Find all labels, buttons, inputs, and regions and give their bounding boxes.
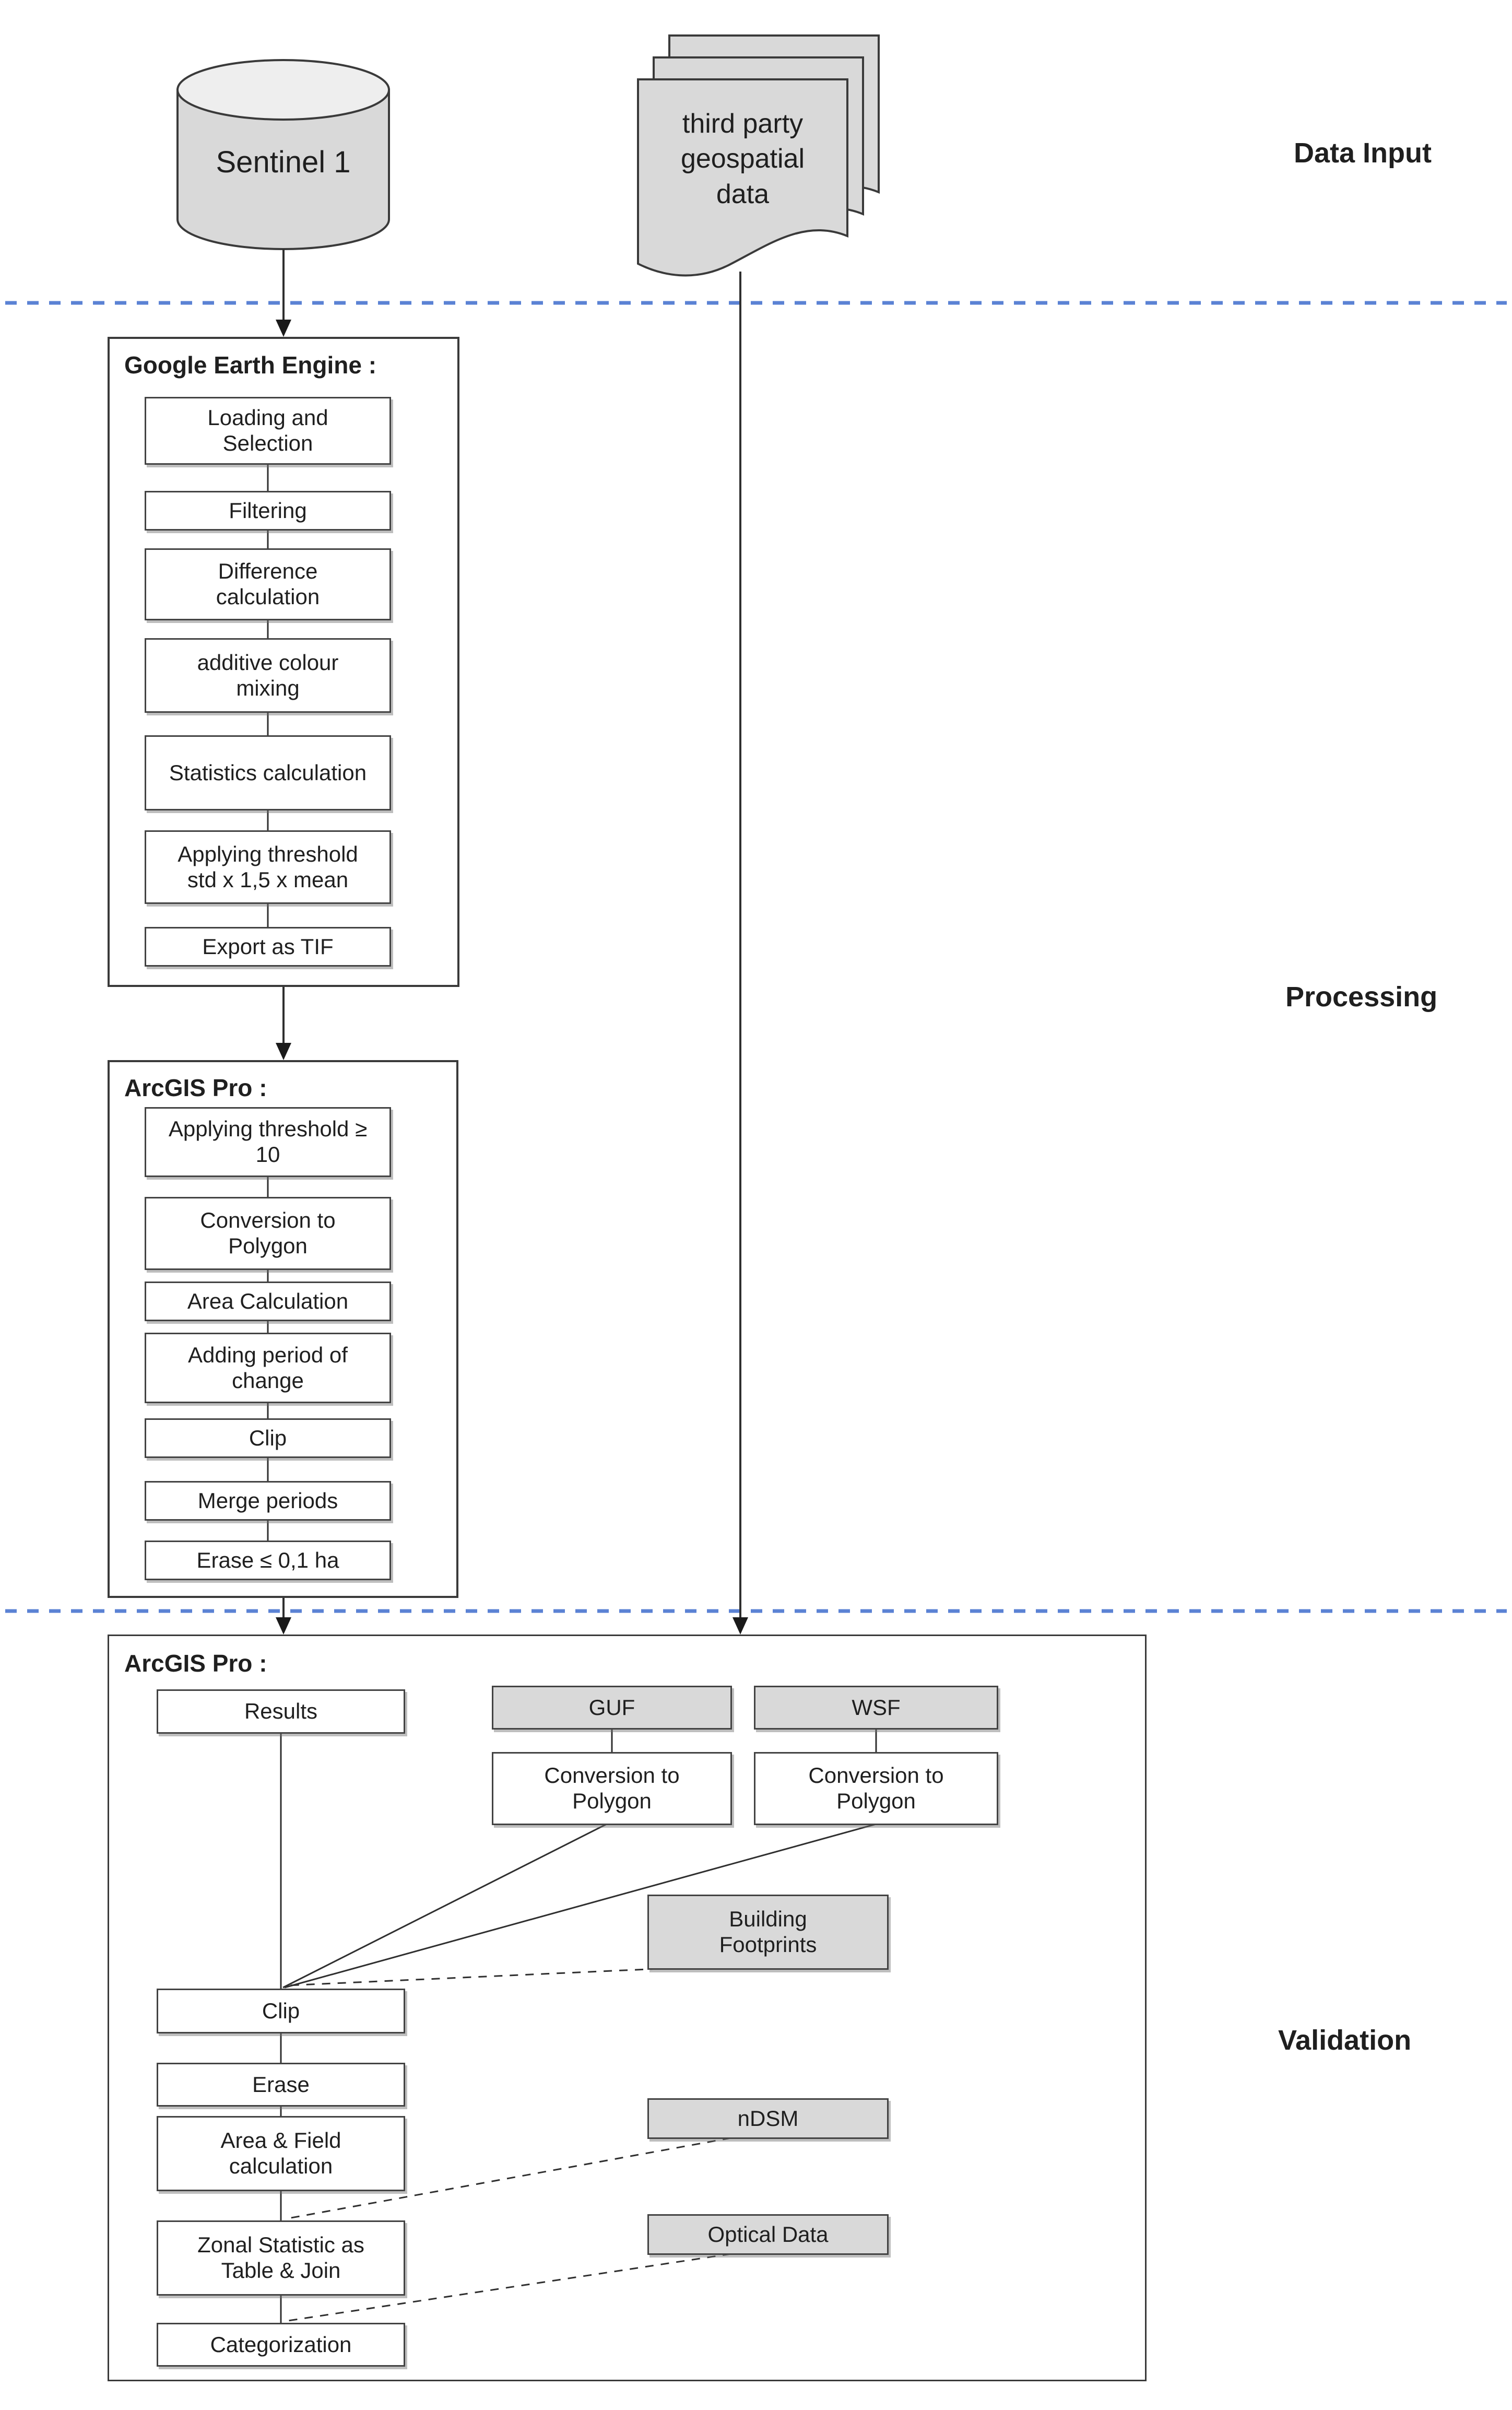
validation-guf-conversion-box: Conversion to Polygon: [492, 1752, 732, 1825]
validation-ndsm-box: nDSM: [647, 2098, 889, 2139]
section-label-processing: Processing: [1285, 981, 1438, 1013]
arcgis-step-conversion-polygon: Conversion to Polygon: [145, 1197, 391, 1270]
validation-guf-box: GUF: [492, 1686, 732, 1730]
gee-container: [108, 337, 459, 987]
arrowhead-icon: [733, 1617, 748, 1635]
gee-step-export-tif: Export as TIF: [145, 927, 391, 967]
gee-step-statistics-calculation: Statistics calculation: [145, 735, 391, 810]
arcgis-step-adding-period: Adding period of change: [145, 1333, 391, 1403]
arcgis-step-erase: Erase ≤ 0,1 ha: [145, 1541, 391, 1580]
step-label: Conversion to Polygon: [200, 1208, 336, 1258]
box-label: Clip: [262, 1998, 300, 2023]
third-party-data-document: third party geospatial data: [650, 99, 835, 219]
box-label: Conversion to Polygon: [808, 1763, 944, 1813]
step-label: Erase ≤ 0,1 ha: [196, 1547, 339, 1572]
arcgis-step-applying-threshold: Applying threshold ≥ 10: [145, 1107, 391, 1177]
section-label-validation: Validation: [1278, 2025, 1412, 2056]
validation-clip-box: Clip: [157, 1989, 405, 2033]
step-label: Clip: [249, 1425, 287, 1450]
step-label: Area Calculation: [187, 1288, 349, 1313]
arrowhead-icon: [276, 1043, 291, 1060]
arcgis-step-area-calculation: Area Calculation: [145, 1282, 391, 1321]
arrowhead-icon: [276, 1617, 291, 1635]
gee-title: Google Earth Engine :: [124, 351, 377, 379]
validation-erase-box: Erase: [157, 2063, 405, 2107]
validation-optical-data-box: Optical Data: [647, 2214, 889, 2255]
gee-step-additive-colour-mixing: additive colour mixing: [145, 638, 391, 713]
sentinel-1-database: Sentinel 1: [178, 131, 389, 193]
box-label: Results: [244, 1699, 318, 1724]
step-label: Filtering: [229, 498, 307, 523]
box-label: Building Footprints: [719, 1907, 817, 1957]
step-label: Export as TIF: [202, 934, 334, 959]
section-label-data-input: Data Input: [1294, 137, 1432, 169]
documents-stack-icon: [637, 34, 880, 277]
box-label: GUF: [588, 1695, 635, 1720]
box-label: nDSM: [737, 2106, 799, 2131]
line-wsfconversion-to-clip: [284, 1823, 877, 1989]
step-label: Merge periods: [197, 1488, 338, 1513]
third-party-data-label: third party geospatial data: [680, 108, 805, 209]
arcgis-validation-title: ArcGIS Pro :: [124, 1650, 267, 1677]
step-label: Statistics calculation: [169, 760, 367, 785]
step-label: Applying threshold ≥ 10: [168, 1116, 368, 1167]
box-label: Categorization: [210, 2332, 352, 2357]
gee-step-filtering: Filtering: [145, 491, 391, 531]
database-cylinder-icon: [176, 59, 390, 250]
box-label: Optical Data: [707, 2221, 829, 2247]
box-label: Zonal Statistic as Table & Join: [197, 2232, 364, 2283]
sentinel-1-label: Sentinel 1: [216, 145, 351, 179]
validation-building-footprints-box: Building Footprints: [647, 1895, 889, 1970]
validation-wsf-box: WSF: [754, 1686, 998, 1730]
arcgis-validation-container: [108, 1635, 1147, 2381]
line-opticaldata-to-categorization: [288, 2253, 731, 2322]
validation-results-box: Results: [157, 1689, 405, 1734]
step-label: Loading and Selection: [207, 405, 328, 455]
step-label: Adding period of change: [188, 1342, 348, 1393]
cylinder-top: [176, 59, 390, 121]
arcgis-step-clip: Clip: [145, 1418, 391, 1458]
document-page-front: [637, 78, 848, 277]
box-label: Erase: [252, 2072, 310, 2097]
box-label: Conversion to Polygon: [544, 1763, 680, 1813]
validation-categorization-box: Categorization: [157, 2323, 405, 2367]
cylinder-body: [176, 89, 390, 250]
line-gufconversion-to-clip: [282, 1823, 607, 1989]
arrowhead-icon: [276, 320, 291, 337]
arcgis-processing-title: ArcGIS Pro :: [124, 1074, 267, 1101]
step-label: Difference calculation: [216, 559, 320, 609]
box-label: WSF: [852, 1695, 901, 1720]
validation-wsf-conversion-box: Conversion to Polygon: [754, 1752, 998, 1825]
validation-zonal-statistic-box: Zonal Statistic as Table & Join: [157, 2220, 405, 2296]
line-ndsm-to-zonal: [288, 2137, 731, 2219]
step-label: additive colour mixing: [197, 650, 339, 700]
validation-area-field-box: Area & Field calculation: [157, 2116, 405, 2191]
gee-step-difference-calculation: Difference calculation: [145, 548, 391, 620]
arcgis-processing-container: [108, 1060, 458, 1598]
arcgis-step-merge-periods: Merge periods: [145, 1481, 391, 1521]
gee-step-loading-selection: Loading and Selection: [145, 397, 391, 465]
gee-step-applying-threshold: Applying threshold std x 1,5 x mean: [145, 830, 391, 904]
step-label: Applying threshold std x 1,5 x mean: [178, 841, 358, 892]
validation-connectors: [280, 1730, 877, 2323]
box-label: Area & Field calculation: [220, 2128, 341, 2178]
